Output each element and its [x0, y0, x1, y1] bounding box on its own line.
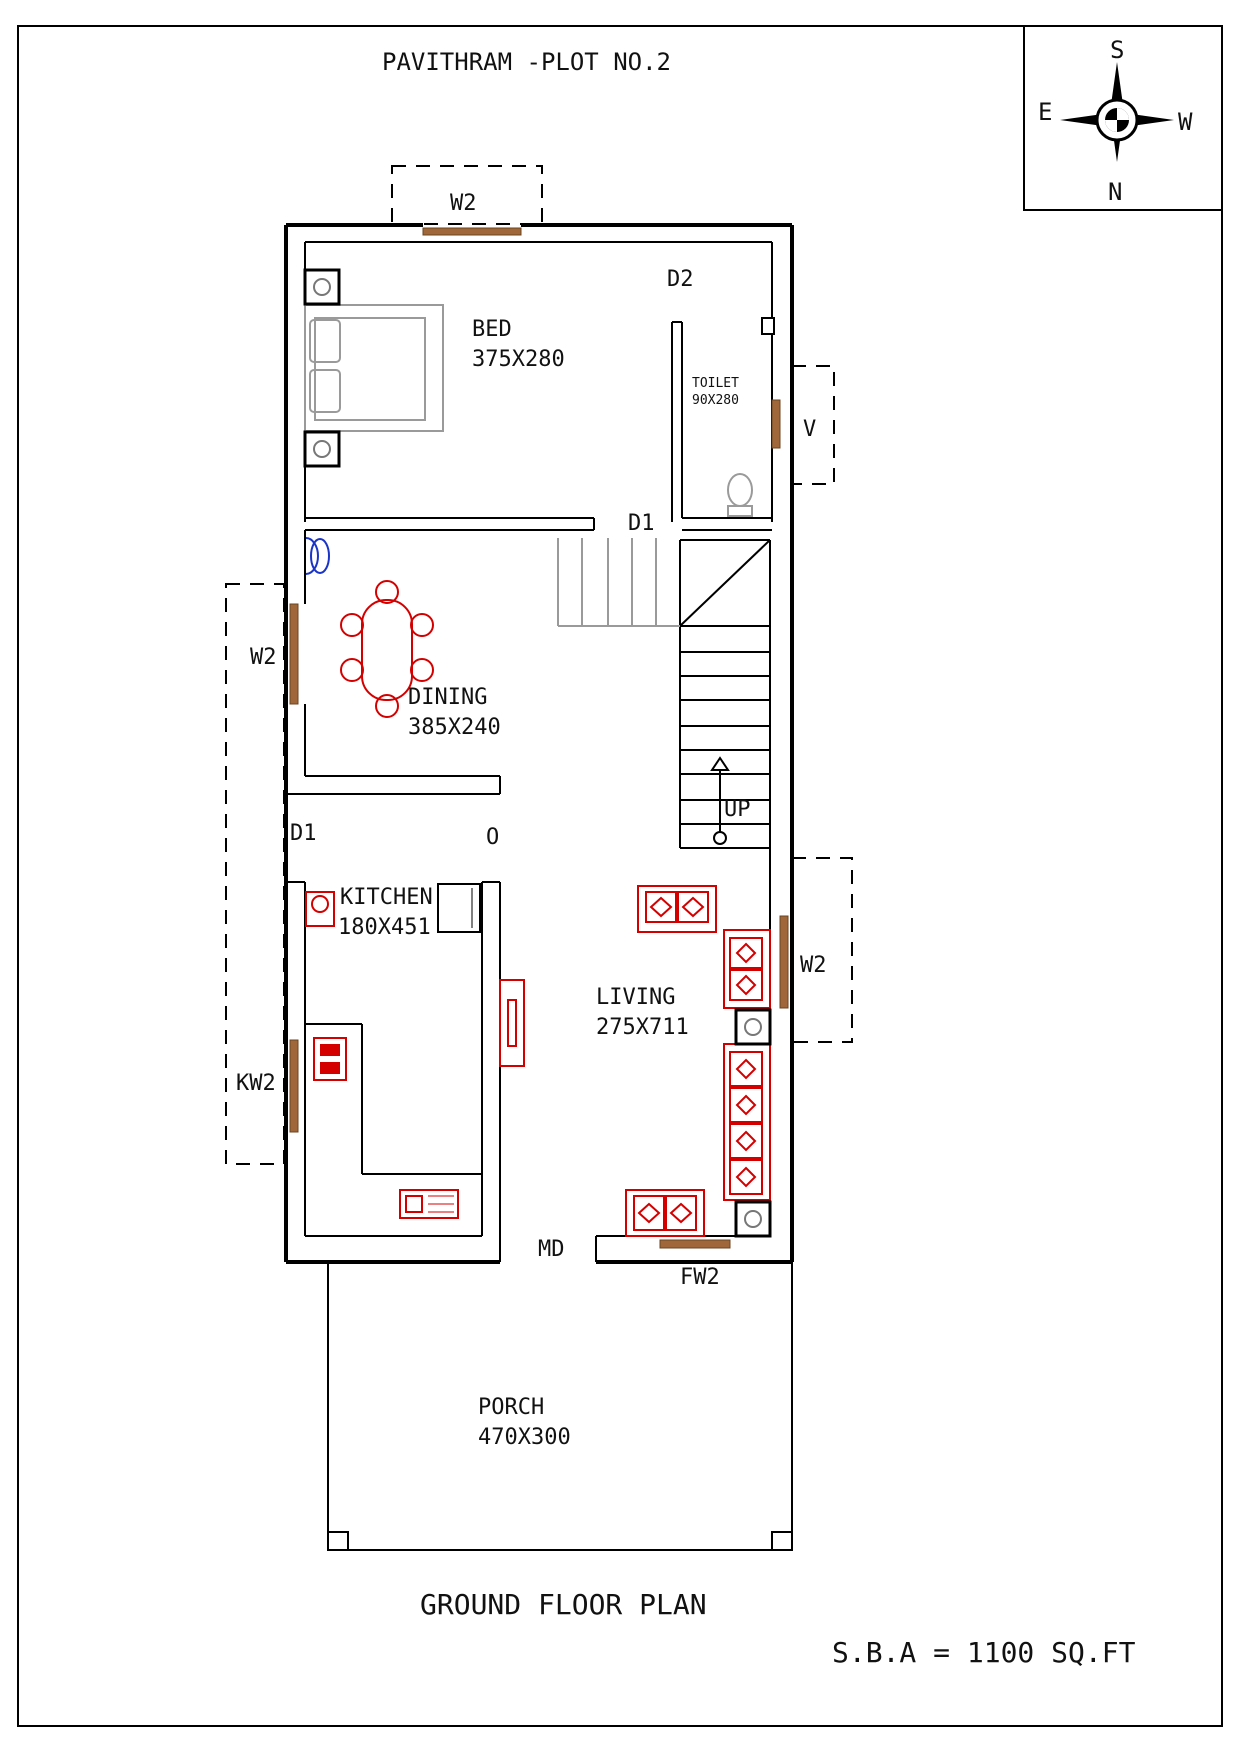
plan-title: GROUND FLOOR PLAN [420, 1588, 707, 1621]
toilet: TOILET 90X280 V [671, 317, 835, 531]
compass-w: W [1178, 108, 1193, 136]
room-living-size: 275X711 [596, 1015, 689, 1040]
room-toilet-size: 90X280 [692, 393, 739, 408]
room-dining-size: 385X240 [408, 715, 501, 740]
bedroom: BED 375X280 D2 [303, 267, 694, 531]
staircase: UP D1 [557, 511, 771, 849]
kitchen: KITCHEN 180X451 KW2 [236, 881, 525, 1262]
window-w2-top [422, 227, 522, 236]
label-d1-stair: D1 [628, 511, 655, 536]
area-label: S.B.A = 1100 SQ.FT [832, 1636, 1136, 1669]
living-room: LIVING 275X711 W2 FW2 MD [538, 848, 853, 1290]
label-w2-left: W2 [250, 645, 277, 670]
label-fw2: FW2 [680, 1265, 720, 1290]
label-d2: D2 [667, 267, 694, 292]
page-title: PAVITHRAM -PLOT NO.2 [382, 48, 671, 76]
room-porch-name: PORCH [478, 1395, 544, 1420]
label-md: MD [538, 1237, 565, 1262]
sheet-border [17, 25, 1223, 1727]
compass-n: N [1108, 178, 1122, 206]
compass: S N E W [1023, 25, 1223, 211]
porch: PORCH 470X300 [327, 1262, 793, 1551]
room-bed-name: BED [472, 317, 512, 342]
label-v: V [803, 417, 816, 442]
label-w2-top: W2 [450, 191, 477, 216]
label-up: UP [724, 797, 751, 822]
room-kitchen-size: 180X451 [338, 915, 431, 940]
room-dining-name: DINING [408, 685, 487, 710]
room-bed-size: 375X280 [472, 347, 565, 372]
room-toilet-name: TOILET [692, 376, 739, 391]
dining: DINING 385X240 W2 D1 O [250, 530, 501, 850]
label-d1-left: D1 [290, 821, 317, 846]
compass-e: E [1038, 98, 1052, 126]
label-o: O [486, 825, 499, 850]
label-kw2: KW2 [236, 1071, 276, 1096]
room-living-name: LIVING [596, 985, 675, 1010]
room-porch-size: 470X300 [478, 1425, 571, 1450]
label-w2-right: W2 [800, 953, 827, 978]
compass-s: S [1110, 36, 1124, 64]
room-kitchen-name: KITCHEN [340, 885, 433, 910]
